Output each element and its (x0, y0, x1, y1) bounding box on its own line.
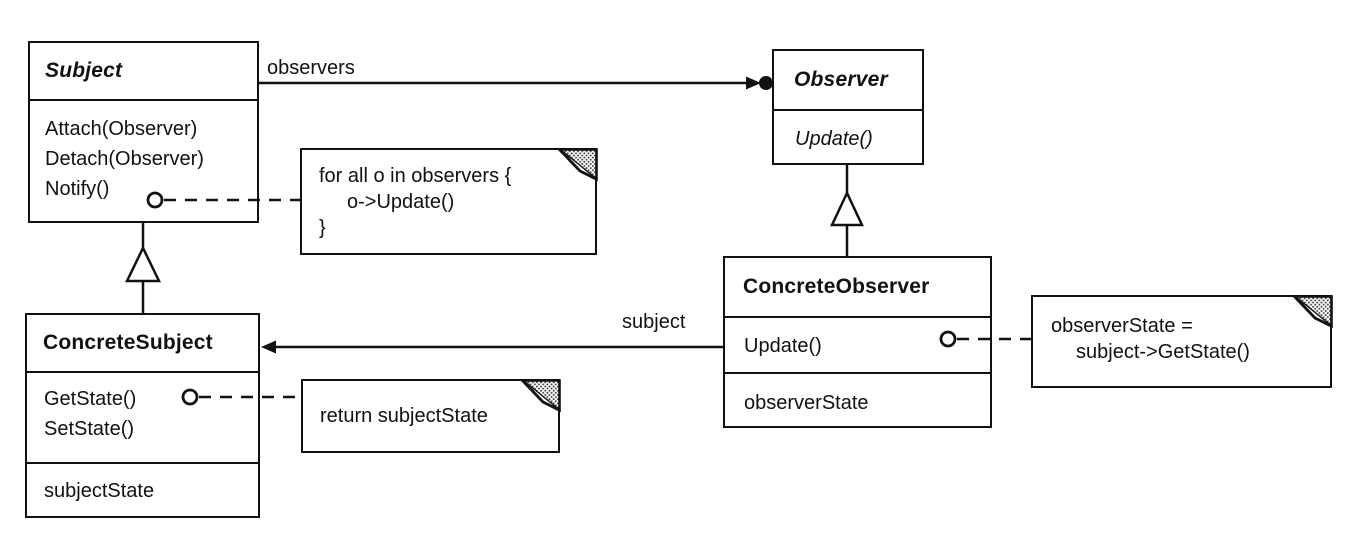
class-methods-compartment: Update() (774, 109, 922, 154)
note-line: subject->GetState() (1076, 341, 1250, 363)
method-update: Update() (744, 335, 822, 357)
method-update: Update() (795, 128, 873, 150)
class-box-concrete-subject: ConcreteSubject GetState() SetState() su… (25, 313, 260, 518)
many-multiplicity-ball-icon (759, 76, 773, 90)
association-label-observers: observers (267, 57, 355, 79)
note-text: return subjectState (303, 403, 488, 429)
method-detach: Detach(Observer) (45, 148, 204, 170)
class-name-concrete-subject: ConcreteSubject (43, 331, 213, 354)
observer-inheritance-connector (830, 165, 864, 256)
note-line: for all o in observers { (319, 165, 512, 187)
class-box-observer: Observer Update() (772, 49, 924, 165)
method-setstate: SetState() (44, 418, 135, 440)
class-title-compartment: Subject (30, 43, 257, 99)
folded-corner-icon (1292, 294, 1333, 328)
note-notify-implementation: for all o in observers { o->Update() } (300, 147, 598, 255)
attribute-observerstate: observerState (744, 392, 869, 414)
subject-association-arrow (261, 340, 723, 354)
association-label-subject: subject (622, 311, 686, 333)
class-name-concrete-observer: ConcreteObserver (743, 275, 930, 298)
note-getstate-implementation: return subjectState (301, 378, 561, 453)
class-attributes-compartment: observerState (725, 372, 990, 418)
class-title-compartment: Observer (774, 51, 922, 109)
class-methods-compartment: Attach(Observer) Detach(Observer) Notify… (30, 99, 257, 204)
method-getstate: GetState() (44, 388, 137, 410)
note-text: for all o in observers { o->Update() } (302, 150, 595, 241)
inheritance-triangle-icon (830, 190, 864, 227)
arrowhead-icon (261, 340, 276, 354)
folded-corner-icon (557, 147, 598, 181)
class-name-observer: Observer (794, 68, 888, 91)
class-methods-compartment: GetState() SetState() (27, 371, 258, 462)
method-attach: Attach(Observer) (45, 118, 198, 140)
class-methods-compartment: Update() (725, 316, 990, 372)
note-line: o->Update() (347, 191, 455, 213)
class-name-subject: Subject (45, 59, 123, 82)
note-line: } (319, 217, 326, 239)
class-box-concrete-observer: ConcreteObserver Update() observerState (723, 256, 992, 428)
class-title-compartment: ConcreteSubject (27, 315, 258, 371)
note-line: return subjectState (320, 405, 488, 427)
class-attributes-compartment: subjectState (27, 462, 258, 506)
attribute-subjectstate: subjectState (44, 480, 155, 502)
subject-inheritance-connector (125, 223, 161, 313)
arrowhead-icon (746, 76, 761, 90)
note-text: observerState = subject->GetState() (1033, 297, 1330, 365)
folded-corner-icon (520, 378, 561, 412)
note-update-implementation: observerState = subject->GetState() (1031, 294, 1333, 388)
note-line: observerState = (1051, 315, 1193, 337)
class-box-subject: Subject Attach(Observer) Detach(Observer… (28, 41, 259, 223)
inheritance-triangle-icon (125, 245, 161, 283)
class-title-compartment: ConcreteObserver (725, 258, 990, 316)
method-notify: Notify() (45, 178, 110, 200)
